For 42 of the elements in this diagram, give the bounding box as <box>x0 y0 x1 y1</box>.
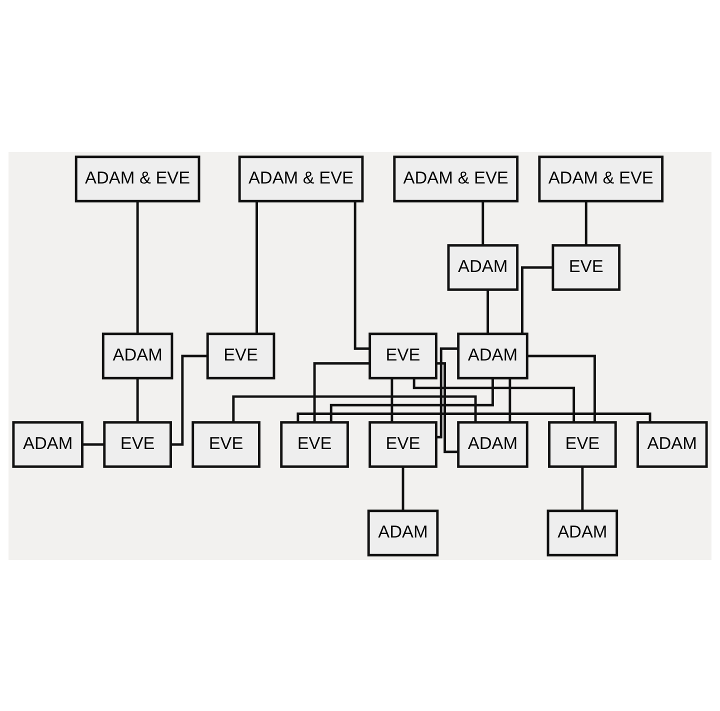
node-box: ADAM <box>367 509 439 556</box>
node-box: ADAM <box>12 420 84 468</box>
connector <box>527 354 596 422</box>
connector <box>520 266 553 334</box>
connector <box>436 346 458 438</box>
node-box: EVE <box>548 420 617 468</box>
node-box: ADAM & EVE <box>393 155 519 202</box>
node-box: ADAM <box>457 332 528 379</box>
connector <box>390 378 394 422</box>
connector <box>256 200 258 334</box>
connector <box>313 362 370 422</box>
node-box: EVE <box>552 244 621 290</box>
connector <box>581 466 584 510</box>
node-box: ADAM <box>546 509 618 556</box>
node-box: EVE <box>103 420 172 468</box>
connector <box>584 200 588 244</box>
connector <box>402 466 404 510</box>
connector <box>412 378 576 422</box>
connector <box>354 200 370 350</box>
connector <box>136 200 139 334</box>
connector <box>486 289 490 333</box>
node-box: EVE <box>192 420 260 468</box>
node-box: ADAM <box>447 244 519 290</box>
node-box: ADAM <box>102 332 174 379</box>
node-box: EVE <box>368 420 438 468</box>
connector <box>136 378 139 422</box>
connector <box>508 378 512 422</box>
node-box: ADAM <box>636 420 708 468</box>
connector <box>82 442 104 446</box>
connector <box>171 354 208 446</box>
connector <box>330 378 494 422</box>
connector <box>296 412 652 422</box>
node-box: ADAM & EVE <box>538 155 664 202</box>
connector <box>232 394 477 422</box>
connector <box>436 362 458 453</box>
connector <box>482 200 484 244</box>
node-box: EVE <box>280 420 349 468</box>
node-box: EVE <box>206 332 276 379</box>
node-box: ADAM <box>457 420 528 468</box>
node-box: ADAM & EVE <box>238 155 364 202</box>
node-box: ADAM & EVE <box>74 155 200 202</box>
node-box: EVE <box>368 332 438 379</box>
